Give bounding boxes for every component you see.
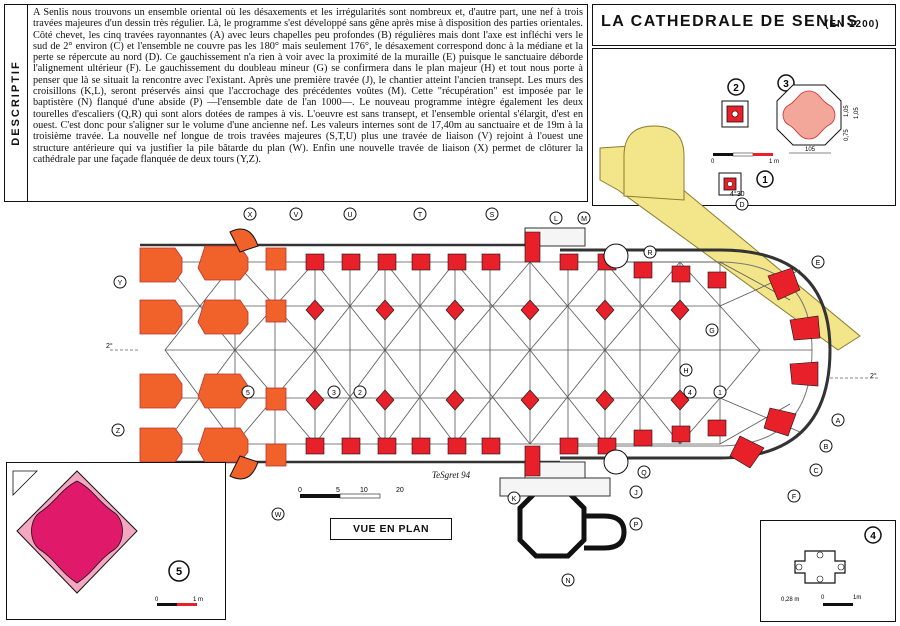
detail-number-5: 5 (176, 566, 182, 578)
bottom-letters: W K N P Q J (271, 465, 651, 587)
letter-k: K (512, 496, 517, 503)
detail-number-4: 4 (870, 531, 876, 542)
letter-b: B (824, 444, 829, 451)
letter-g: G (709, 328, 714, 335)
description-text: A Senlis nous trouvons un ensemble orien… (33, 7, 583, 165)
pier-detail-2: 2 (721, 78, 749, 128)
letter-m: M (581, 216, 587, 223)
letter-j: J (634, 490, 638, 497)
letter-z: Z (116, 428, 121, 435)
plan-view-label: VUE EN PLAN (330, 518, 452, 540)
pier-detail-5-box: 5 0 1 m (6, 462, 226, 620)
pier-detail-3: 3 1,05 1,05 0,75 105 (776, 74, 860, 154)
angle-right-label: 2° (870, 372, 877, 380)
pier-number-4: 4 (688, 390, 692, 397)
detail-number-2: 2 (733, 83, 739, 94)
dim-d4-width: 0,28 m (781, 597, 799, 603)
description-side-label: DESCRIPTIF (5, 5, 28, 201)
pier-detail-1: 1 (718, 170, 774, 196)
letter-y: Y (118, 280, 123, 287)
pier-detail-4-drawing: 4 0,28 m 0 1m (781, 526, 882, 606)
dim-d3-side: 0,75 (844, 129, 850, 141)
inset5-scale-1m: 1 m (193, 597, 203, 603)
letter-t: T (418, 212, 423, 219)
letter-s: S (490, 212, 495, 219)
letter-p: P (634, 522, 639, 529)
detail-number-1: 1 (762, 175, 768, 186)
top-letters: X V U T S L M (243, 207, 591, 225)
pier-numbers: 5 3 2 4 1 (241, 385, 727, 399)
vault-grid (164, 261, 812, 445)
letter-a: A (836, 418, 841, 425)
pier-detail-4-box: 4 0,28 m 0 1m (760, 520, 896, 622)
details-scale: 0 1 m (711, 152, 779, 165)
main-scale-10: 10 (360, 487, 368, 494)
baptistery (517, 489, 627, 559)
title-box: LA CATHEDRALE DE SENLIS (EN 1200) (592, 4, 896, 46)
letter-n: N (565, 578, 570, 585)
author-signature: TeSgret 94 (432, 470, 471, 480)
transept-wall-k (499, 477, 611, 497)
page-title: LA CATHEDRALE DE SENLIS (601, 13, 859, 30)
rampart-wall (599, 125, 861, 351)
right-letters: D E R G H F C B A (643, 197, 845, 503)
details-scale-0: 0 (711, 159, 715, 165)
letter-l: L (554, 216, 558, 223)
angle-top-label: 4°30 (730, 190, 745, 198)
letter-v: V (294, 212, 299, 219)
western-piers (139, 245, 287, 467)
main-scale: 0 5 10 20 (298, 487, 404, 499)
letter-h: H (683, 368, 688, 375)
pier-number-1: 1 (718, 390, 722, 397)
pier-details-drawing: 2 3 1,05 1,05 0,75 105 0 1 m (711, 74, 860, 196)
letter-r: R (647, 250, 652, 257)
svg-text:105: 105 (805, 147, 816, 153)
page-subtitle: (EN 1200) (825, 19, 880, 30)
dim-d3-width: 1,05 (854, 107, 860, 119)
main-scale-5: 5 (336, 487, 340, 494)
inset5-scale-0: 0 (155, 597, 159, 603)
description-box: DESCRIPTIF A Senlis nous trouvons un ens… (4, 4, 588, 202)
pier-number-3: 3 (332, 390, 336, 397)
pier-detail-5-drawing: 5 0 1 m (12, 470, 203, 606)
inset4-scale-1m: 1m (853, 595, 861, 601)
details-scale-1m: 1 m (769, 159, 779, 165)
nave-piers (305, 231, 821, 477)
letter-c: C (813, 468, 818, 475)
stair-turrets (229, 228, 629, 480)
pier-number-5: 5 (246, 390, 250, 397)
pier-number-2: 2 (358, 390, 362, 397)
letter-d: D (739, 202, 744, 209)
dim-d3-height: 1,05 (844, 105, 850, 117)
angle-left-label: 2° (106, 342, 113, 350)
letter-x: X (248, 212, 253, 219)
detail-number-3: 3 (783, 79, 789, 90)
letter-q: Q (641, 470, 647, 477)
main-scale-0: 0 (298, 487, 302, 494)
inset4-scale-0: 0 (821, 595, 825, 601)
left-letters: Y Z (111, 275, 127, 437)
letter-u: U (347, 212, 352, 219)
letter-w: W (275, 512, 282, 519)
main-scale-20: 20 (396, 487, 404, 494)
letter-f: F (792, 494, 796, 501)
letter-e: E (816, 260, 821, 267)
